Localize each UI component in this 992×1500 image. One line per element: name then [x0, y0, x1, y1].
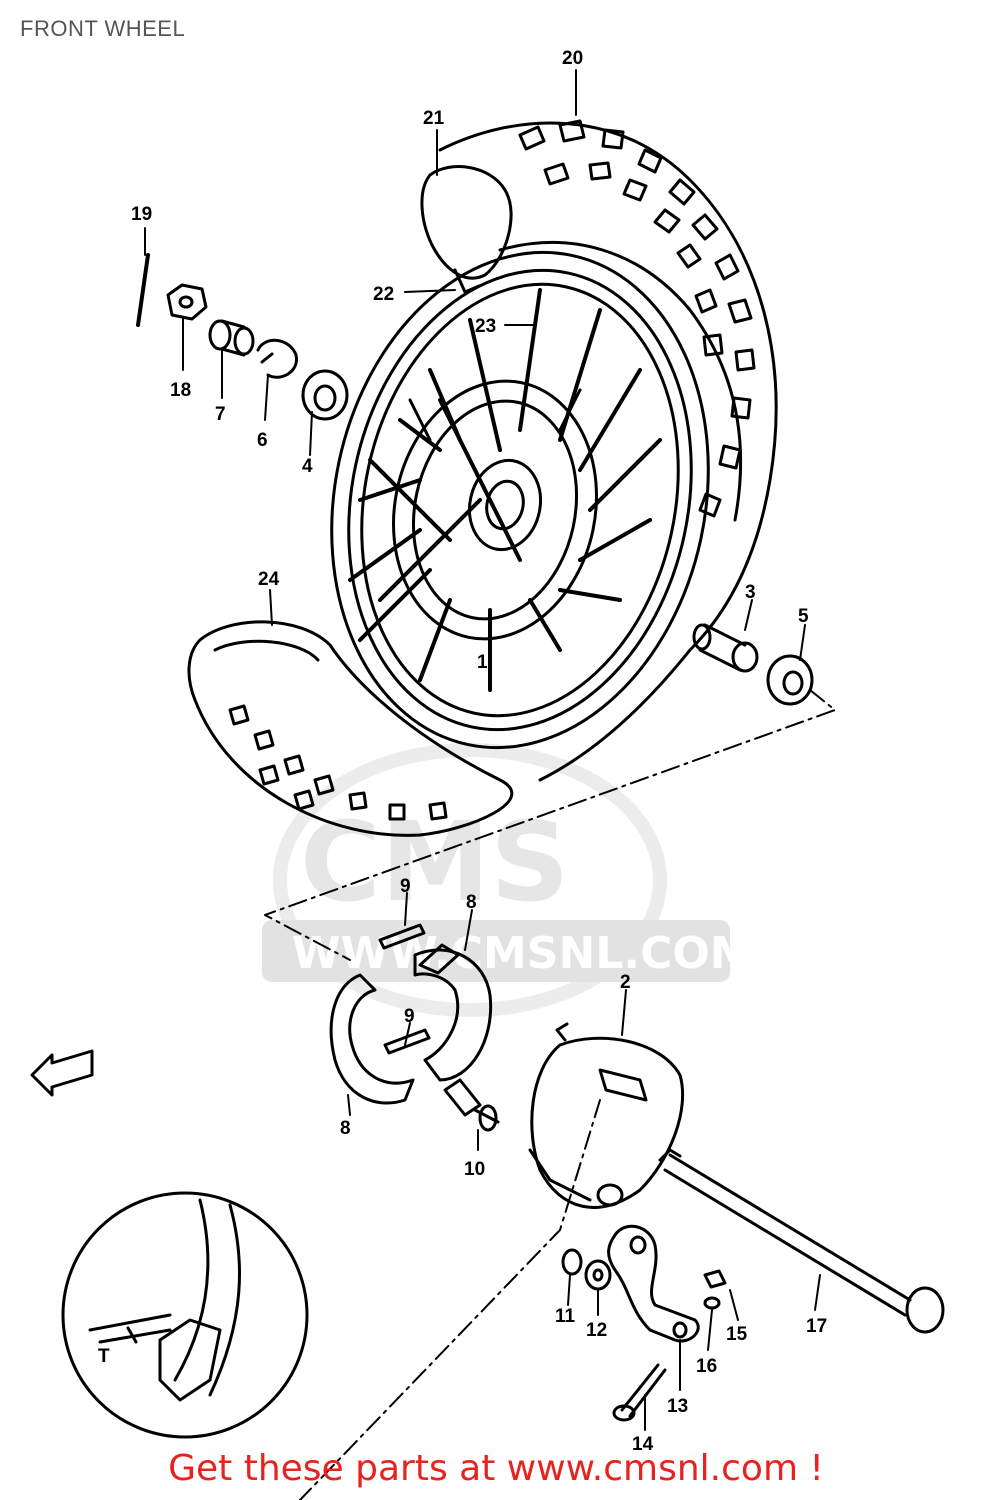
callout-9-upper: 9 — [400, 876, 411, 897]
callout-7: 7 — [215, 404, 226, 425]
cam-lever-part-13 — [607, 1224, 700, 1343]
callout-10: 10 — [464, 1159, 485, 1180]
callout-labels: 20 21 19 22 23 18 7 6 4 24 3 5 1 9 8 9 8… — [98, 48, 827, 1455]
spokes-part-23 — [348, 288, 662, 692]
nut-part-15 — [703, 1269, 727, 1289]
callout-4: 4 — [302, 456, 313, 477]
callout-19: 19 — [131, 204, 152, 225]
brake-panel-part-2 — [528, 1022, 685, 1209]
callout-detail-T: T — [98, 1346, 110, 1367]
washer-part-11 — [561, 1248, 583, 1276]
seal-part-6 — [256, 339, 298, 379]
callout-17: 17 — [806, 1316, 827, 1337]
cotter-pin-part-19 — [136, 253, 150, 327]
tire-section-24 — [187, 620, 514, 837]
cam-part-10 — [443, 1078, 500, 1132]
callout-18: 18 — [170, 380, 191, 401]
callout-8-upper: 8 — [466, 892, 477, 913]
rim — [330, 250, 710, 750]
callout-9-lower: 9 — [404, 1006, 415, 1027]
bearing-part-5 — [766, 654, 814, 706]
shop-link-footer[interactable]: Get these parts at www.cmsnl.com ! — [168, 1448, 824, 1489]
washer-part-12 — [584, 1259, 612, 1291]
spring-part-9-upper — [378, 923, 426, 950]
callout-12: 12 — [586, 1320, 607, 1341]
callout-6: 6 — [257, 430, 268, 451]
spacer-part-3 — [692, 623, 759, 673]
callout-20: 20 — [562, 48, 583, 69]
tire-part-20 — [438, 119, 778, 782]
callout-24: 24 — [258, 569, 280, 590]
callout-3: 3 — [745, 582, 756, 603]
callout-14: 14 — [632, 1434, 654, 1455]
axle-guide-line — [299, 1099, 601, 1500]
callout-22: 22 — [373, 284, 394, 305]
callout-21: 21 — [423, 108, 445, 129]
cms-watermark: CMS WWW.CMSNL.COM — [262, 743, 754, 1017]
leader-lines — [144, 69, 821, 1431]
callout-2: 2 — [620, 972, 631, 993]
callout-16: 16 — [696, 1356, 717, 1377]
detail-wear-indicator — [61, 1191, 309, 1439]
brake-shoe-part-8 — [329, 943, 493, 1105]
bearing-part-4 — [301, 369, 349, 421]
callout-15: 15 — [726, 1324, 748, 1345]
spring-part-9-lower — [383, 1028, 431, 1055]
bolt-part-14 — [612, 1363, 667, 1422]
callout-23: 23 — [475, 316, 496, 337]
callout-1: 1 — [477, 652, 488, 673]
callout-8-lower: 8 — [340, 1118, 351, 1139]
forward-arrow-icon — [30, 1049, 94, 1097]
axle-part-17 — [658, 1148, 945, 1334]
callout-11: 11 — [555, 1306, 576, 1327]
page-title: FRONT WHEEL — [20, 16, 186, 41]
nut-part-18 — [166, 283, 208, 321]
callout-13: 13 — [667, 1396, 688, 1417]
washer-part-16 — [703, 1296, 721, 1310]
watermark-url-text: WWW.CMSNL.COM — [292, 928, 754, 979]
callout-5: 5 — [798, 606, 809, 627]
collar-part-7 — [208, 319, 255, 357]
